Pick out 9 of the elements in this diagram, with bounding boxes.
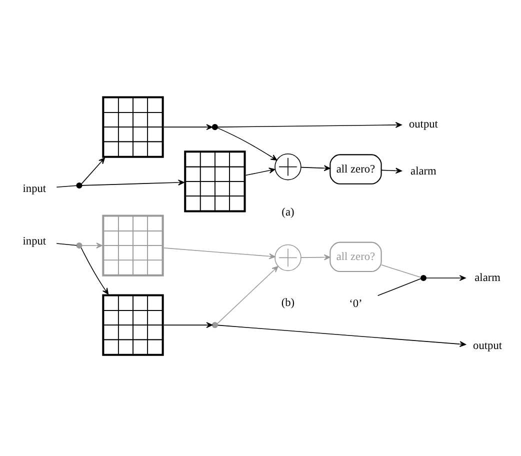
node-text: input	[22, 234, 46, 247]
node-text: output	[408, 118, 438, 130]
node-text: alarm	[410, 165, 436, 178]
node-text: output	[472, 340, 502, 352]
node-text: ‘0’	[348, 297, 362, 310]
node-text: alarm	[474, 271, 500, 284]
node-text: input	[22, 182, 46, 194]
label: (a)	[281, 206, 294, 218]
label: (b)	[280, 296, 294, 309]
